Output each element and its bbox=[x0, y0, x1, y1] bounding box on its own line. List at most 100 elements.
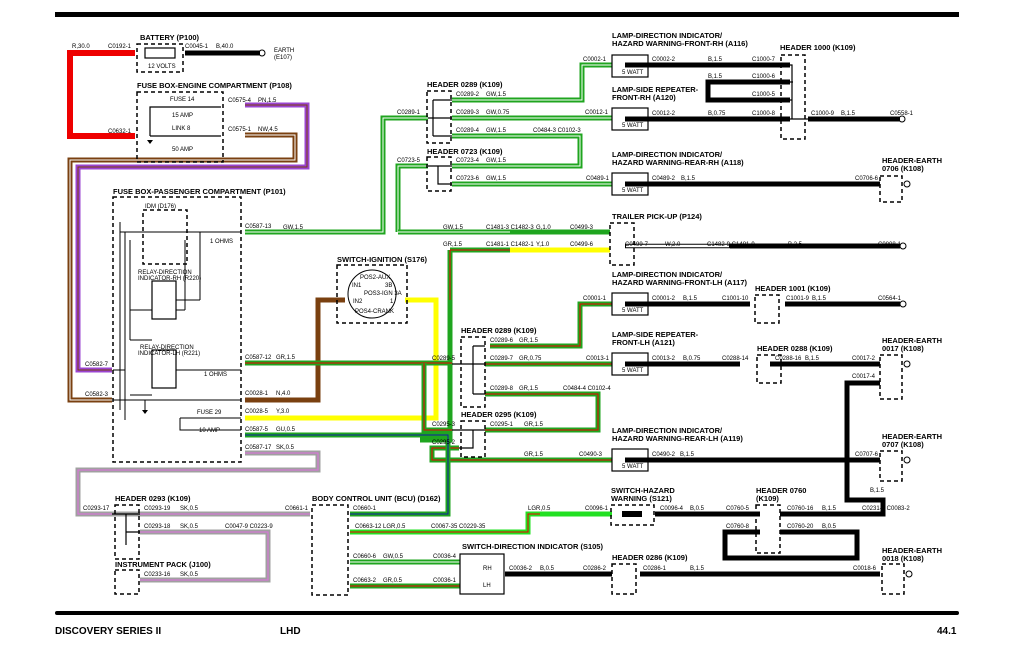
header-1000-traces bbox=[790, 64, 808, 120]
wire-label: C0293-17 bbox=[83, 506, 110, 512]
wire-label: C1000-8 bbox=[752, 111, 776, 117]
wire-gw-0723-trace bbox=[397, 165, 428, 232]
header-1000-title: HEADER 1000 (K109) bbox=[780, 43, 856, 52]
wire-label: C0047-9 C0223-9 bbox=[225, 524, 273, 530]
wire-label: Y,3.0 bbox=[276, 409, 290, 415]
wire-label: GW,1.5 bbox=[443, 225, 464, 231]
wire-label: C0017-2 bbox=[852, 356, 876, 362]
wire-label: C0002-2 bbox=[652, 57, 676, 63]
wire-red-battery bbox=[67, 50, 135, 139]
bottom-border bbox=[55, 611, 959, 615]
header-0723-traces bbox=[428, 165, 452, 185]
earth-c0558-icon bbox=[898, 115, 906, 123]
earth-0706-icon bbox=[903, 180, 911, 188]
wire-label: C0587-13 bbox=[245, 224, 272, 230]
bcu-title: BODY CONTROL UNIT (BCU) (D162) bbox=[312, 494, 441, 503]
wire-yellow-y bbox=[245, 297, 439, 421]
wire-label: LGR,0.5 bbox=[528, 506, 551, 512]
ignition-pos2: POS2-AUX bbox=[360, 275, 390, 281]
wire-label: C0192-1 bbox=[108, 44, 132, 50]
lamp-a120-title1: LAMP-SIDE REPEATER- bbox=[612, 85, 699, 94]
lamp-a119-title1: LAMP-DIRECTION INDICATOR/ bbox=[612, 426, 723, 435]
idm-box bbox=[142, 209, 188, 265]
lamp-a116-title2: HAZARD WARNING-FRONT-RH (A116) bbox=[612, 39, 748, 48]
header-0760-box bbox=[755, 504, 781, 554]
wire-label: C0707-6 bbox=[855, 452, 879, 458]
wire-label: C0045-1 bbox=[185, 44, 209, 50]
instrument-pack-title: INSTRUMENT PACK (J100) bbox=[115, 560, 211, 569]
earth-0018-icon bbox=[905, 570, 913, 578]
components bbox=[112, 43, 913, 596]
wire-label: C0018-6 bbox=[853, 566, 877, 572]
wire-label: C0288-16 bbox=[775, 356, 802, 362]
wire-label: R,30.0 bbox=[72, 44, 90, 50]
wire-label: C0013-1 bbox=[586, 356, 610, 362]
wire-label: B,0.75 bbox=[683, 356, 701, 362]
header-0289a-traces bbox=[428, 99, 452, 137]
lamp-a121-box bbox=[611, 352, 649, 376]
wire-label: B,1.5 bbox=[708, 74, 723, 80]
wire-label: B,1.5 bbox=[870, 488, 885, 494]
earth-0707-title2: 0707 (K108) bbox=[882, 440, 924, 449]
lamp-a118-box bbox=[611, 172, 649, 196]
wire-label: C0017-4 bbox=[852, 374, 876, 380]
wire-sk-instrument-trace bbox=[140, 531, 269, 581]
earth-0707-icon bbox=[903, 456, 911, 464]
wire-label: C0760-8 bbox=[726, 524, 750, 530]
relay-lh-box bbox=[151, 349, 177, 389]
lamp-a120-watt: 5 WATT bbox=[622, 123, 644, 129]
wire-label: C0012-1 bbox=[585, 110, 609, 116]
wire-label: C0660-6 bbox=[353, 554, 377, 560]
wire-label: C0295-2 bbox=[432, 440, 456, 446]
top-border bbox=[55, 12, 959, 17]
wire-label: B,1.5 bbox=[690, 566, 705, 572]
wire-label: B,1.5 bbox=[681, 176, 696, 182]
fuse29-rating: 10 AMP bbox=[199, 428, 220, 434]
wire-label: C0001-1 bbox=[583, 296, 607, 302]
wire-gw-a116-trace bbox=[452, 64, 612, 101]
lamp-a117-watt: 5 WATT bbox=[622, 308, 644, 314]
fuse-engine-title: FUSE BOX-ENGINE COMPARTMENT (P108) bbox=[137, 81, 292, 90]
wire-label: C1482-9 C1481-9 bbox=[707, 242, 755, 248]
wire-label: NW,4.5 bbox=[258, 127, 278, 133]
wire-label: G,1.0 bbox=[536, 225, 551, 231]
wire-gw-loop-trace bbox=[452, 135, 581, 167]
wire-label: C0096-4 bbox=[660, 506, 684, 512]
ignition-3b: 3B bbox=[385, 283, 392, 289]
wire-label: C0289-7 bbox=[490, 356, 514, 362]
wire-label: GW,1.5 bbox=[486, 158, 507, 164]
wire-label: GR,0.75 bbox=[519, 356, 542, 362]
wire-label: C0760-5 bbox=[726, 506, 750, 512]
wire-label: C0558-1 bbox=[890, 111, 914, 117]
wire-label: C0484-4 C0102-4 bbox=[563, 386, 611, 392]
wire-label: C0286-1 bbox=[643, 566, 667, 572]
relay-traces bbox=[113, 299, 241, 410]
resistor-2-label: 1 OHMS bbox=[204, 372, 227, 378]
earth-0018-title2: 0018 (K108) bbox=[882, 554, 924, 563]
wire-label: C0012-2 bbox=[652, 111, 676, 117]
wire-label: C0289-5 bbox=[432, 356, 456, 362]
wire-label: C0028-5 bbox=[245, 409, 269, 415]
wire-label: GR,1.5 bbox=[519, 386, 539, 392]
header-0288-title: HEADER 0288 (K109) bbox=[757, 344, 833, 353]
wire-label: GW,1.5 bbox=[283, 225, 304, 231]
wire-label: C0067-35 C0229-35 bbox=[431, 524, 486, 530]
wire-label: C0288-14 bbox=[722, 356, 749, 362]
wire-label: C0036-1 bbox=[433, 578, 457, 584]
wire-label: PN,1.5 bbox=[258, 98, 277, 104]
fuse29-label: FUSE 29 bbox=[197, 410, 222, 416]
header-0289b-title: HEADER 0289 (K109) bbox=[461, 326, 537, 335]
wire-label: C0490-2 bbox=[652, 452, 676, 458]
lamp-a120-title2: FRONT-RH (A120) bbox=[612, 93, 676, 102]
battery-rating: 12 VOLTS bbox=[148, 64, 176, 70]
header-0760-title1: HEADER 0760 bbox=[756, 486, 806, 495]
wire-gw-0723 bbox=[395, 163, 428, 232]
lamp-a118-watt: 5 WATT bbox=[622, 188, 644, 194]
header-1001-title: HEADER 1001 (K109) bbox=[755, 284, 831, 293]
footer-page: 44.1 bbox=[937, 626, 957, 637]
fuse14-rating: 15 AMP bbox=[172, 113, 193, 119]
header-0286-box bbox=[611, 563, 637, 595]
earth-0017-title2: 0017 (K108) bbox=[882, 344, 924, 353]
wire-label: C0760-16 bbox=[787, 506, 814, 512]
